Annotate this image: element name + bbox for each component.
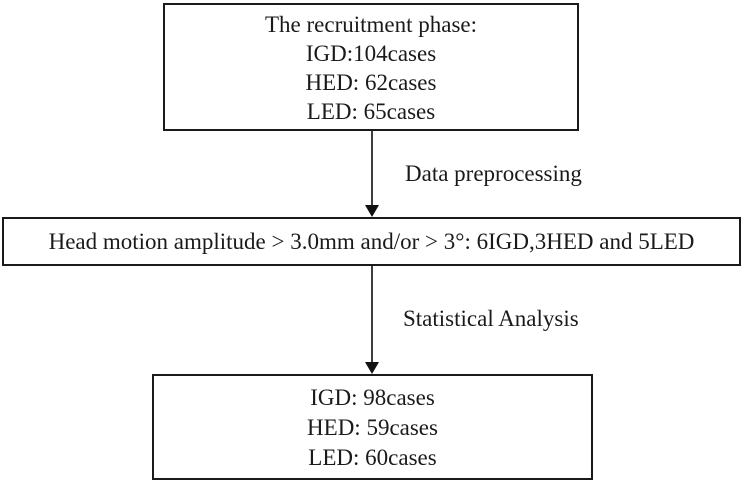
final-hed-count: HED: 59cases <box>307 415 438 440</box>
final-sample-box: IGD: 98cases HED: 59cases LED: 60cases <box>152 374 593 480</box>
recruitment-igd-count: IGD:104cases <box>305 41 437 66</box>
recruitment-title: The recruitment phase: <box>264 12 478 37</box>
arrow-2-shaft <box>371 266 373 363</box>
recruitment-led-count: LED: 65cases <box>306 99 436 124</box>
down-arrow-2 <box>365 266 379 374</box>
arrow-1-shaft <box>371 131 373 206</box>
final-igd-count: IGD: 98cases <box>310 385 435 410</box>
arrowhead-down-icon <box>365 205 379 217</box>
exclusion-criteria-text: Head motion amplitude > 3.0mm and/or > 3… <box>48 228 695 254</box>
statistical-analysis-label: Statistical Analysis <box>403 306 579 331</box>
recruitment-phase-box: The recruitment phase: IGD:104cases HED:… <box>163 3 579 131</box>
final-led-count: LED: 60cases <box>308 445 437 470</box>
arrowhead-down-icon <box>365 362 379 374</box>
data-preprocessing-label: Data preprocessing <box>405 161 582 186</box>
down-arrow-1 <box>365 131 379 217</box>
head-motion-exclusion-box: Head motion amplitude > 3.0mm and/or > 3… <box>2 217 741 266</box>
recruitment-hed-count: HED: 62cases <box>305 70 437 95</box>
